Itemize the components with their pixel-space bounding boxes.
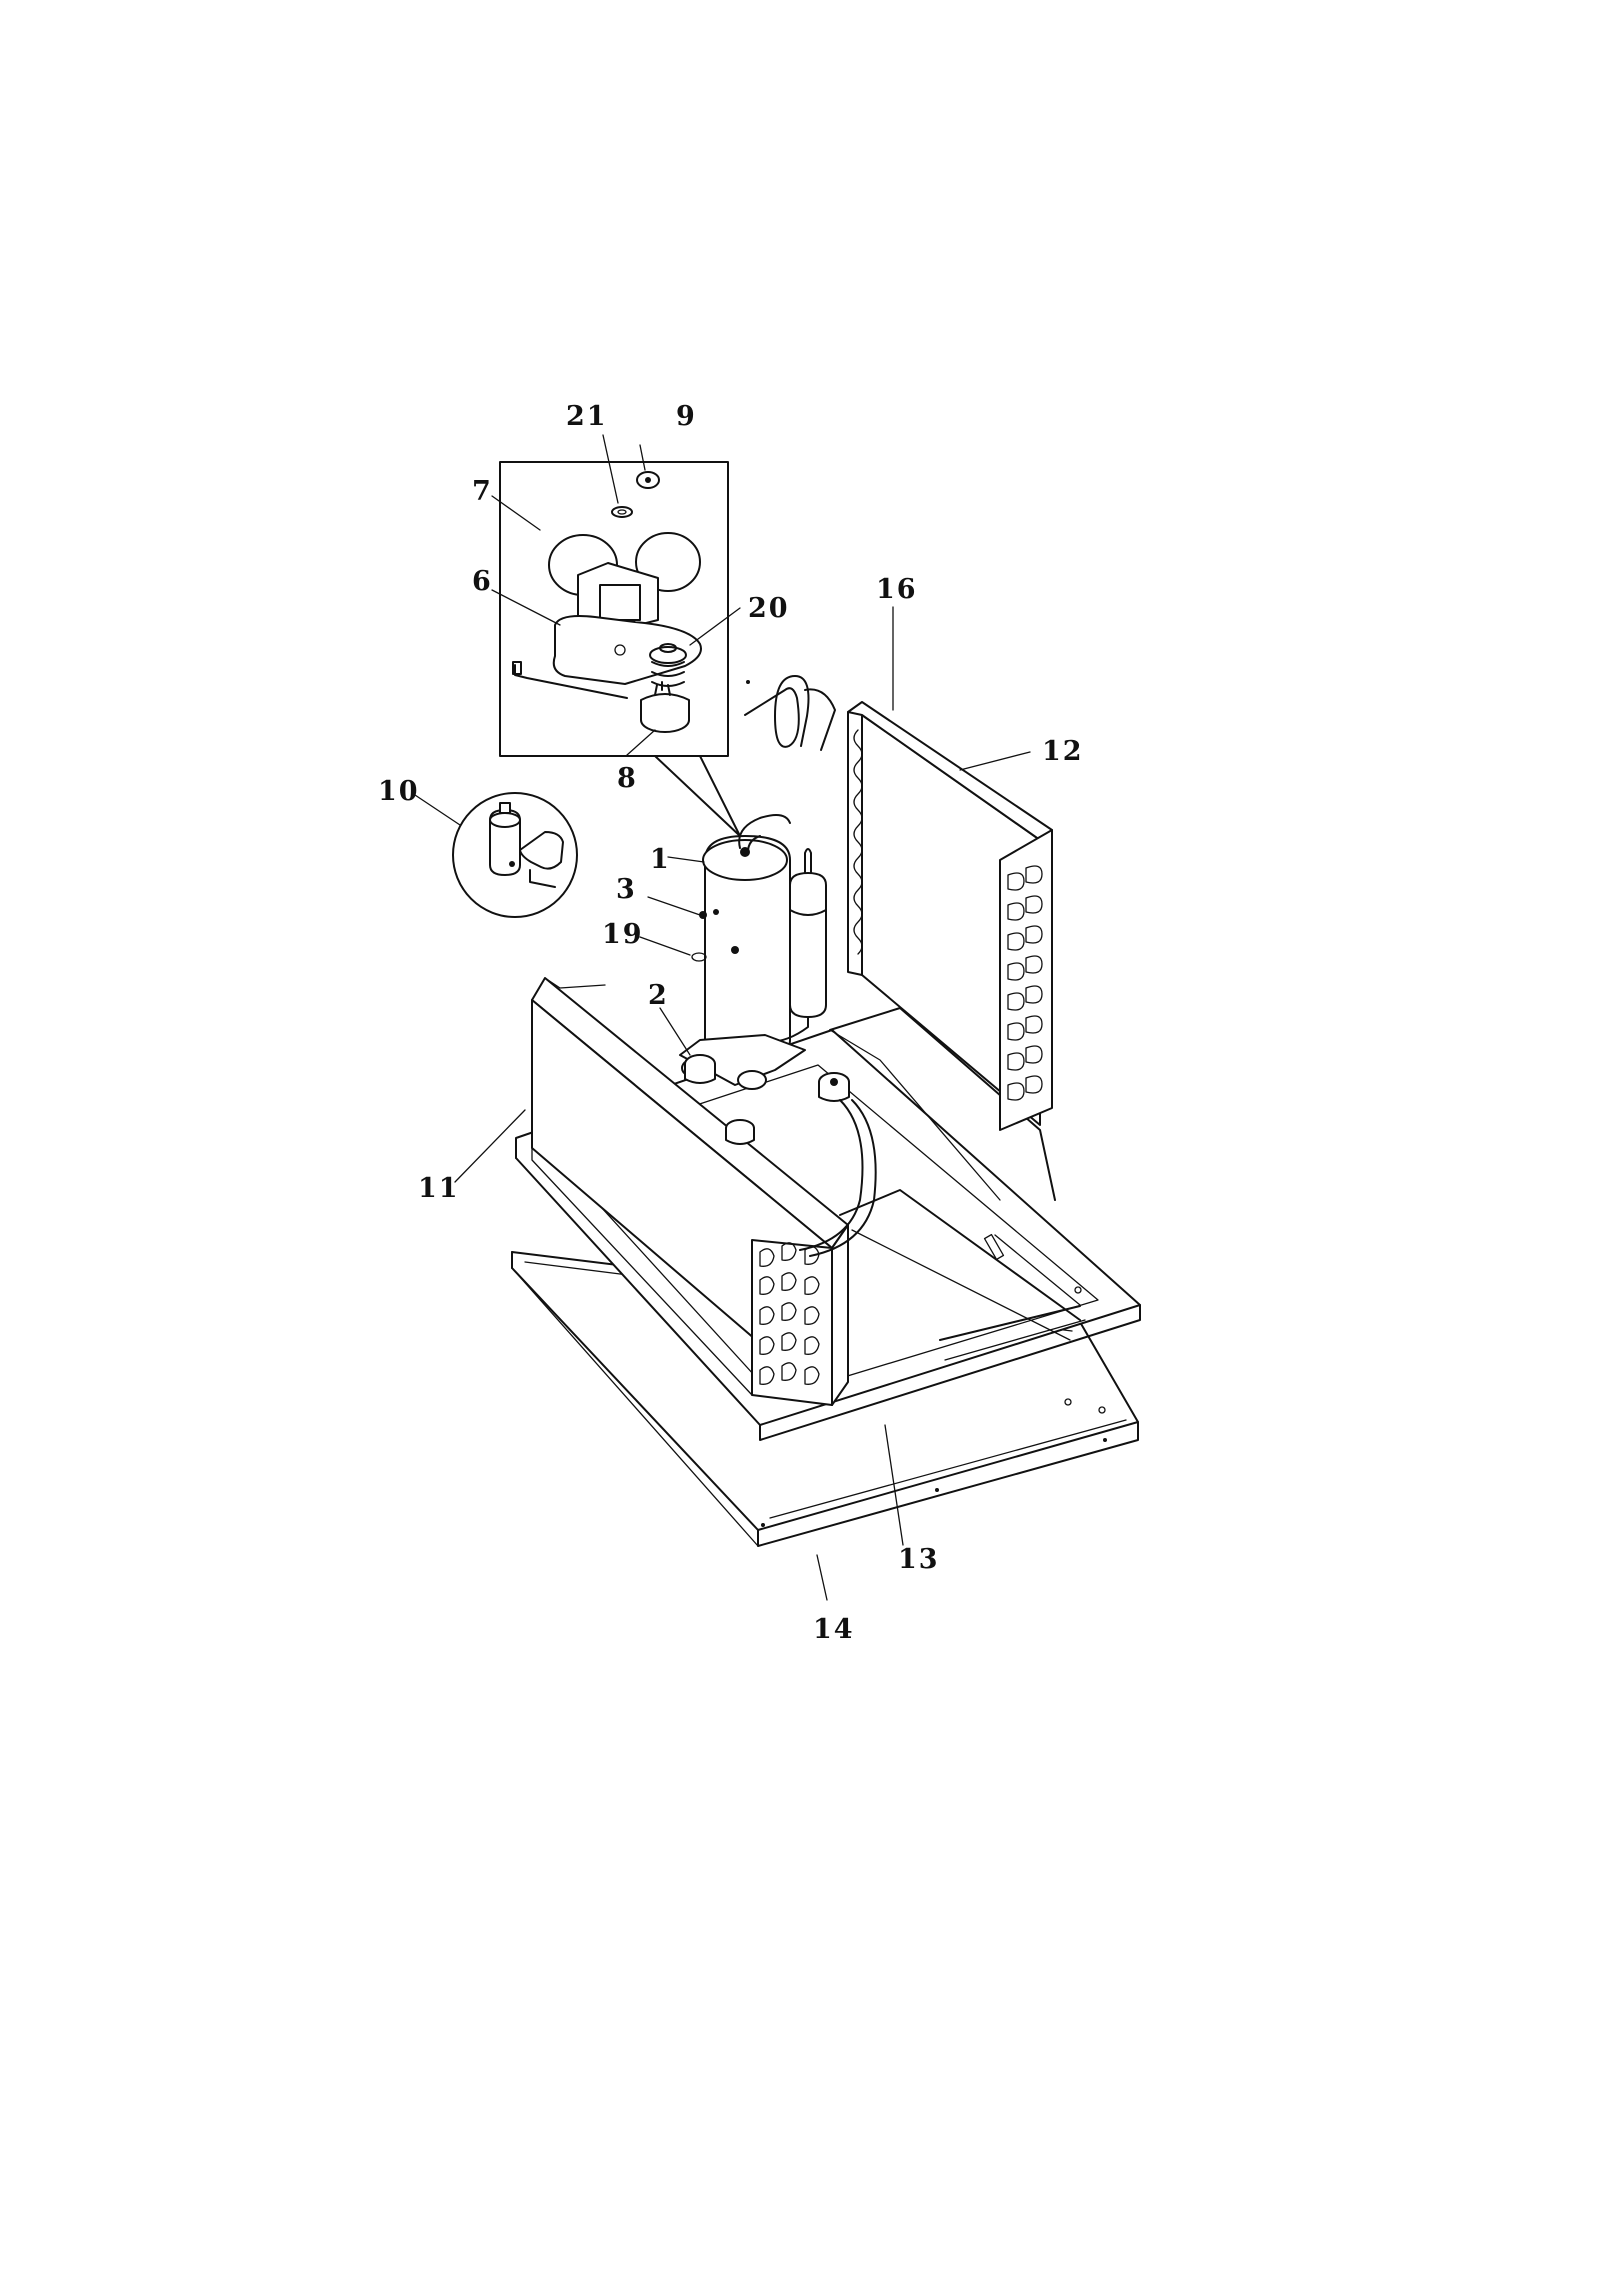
- callout-10: 10: [378, 776, 420, 807]
- callout-16: 16: [876, 574, 918, 605]
- detail-circle-part-10: [452, 792, 578, 918]
- evaporator-coil-part-12: [847, 701, 1053, 1131]
- washer-part-3: [699, 911, 707, 919]
- callout-9: 9: [676, 401, 697, 432]
- callout-19: 19: [602, 919, 644, 950]
- callout-12: 12: [1042, 736, 1084, 767]
- washer-part-19: [691, 952, 707, 962]
- callout-11: 11: [418, 1173, 460, 1204]
- inset-pointer: [654, 755, 741, 837]
- compressor-part-1: [679, 813, 827, 1090]
- callout-labels: 21 9 7 6 16 20 12 8 10 1 3 19 2 11 13 14: [378, 401, 1084, 1645]
- refrigerant-line: [799, 1099, 877, 1257]
- callout-21: 21: [566, 401, 608, 432]
- callout-13: 13: [898, 1544, 940, 1575]
- callout-1: 1: [650, 844, 671, 875]
- grommet-part-2: [684, 1054, 850, 1145]
- callout-7: 7: [472, 476, 493, 507]
- callout-2: 2: [648, 980, 669, 1011]
- callout-8: 8: [617, 763, 638, 794]
- callout-3: 3: [616, 874, 637, 905]
- callout-6: 6: [472, 566, 493, 597]
- inset-box-motor-assembly: [499, 461, 729, 757]
- capillary-tube: [744, 675, 836, 751]
- callout-14: 14: [813, 1614, 855, 1645]
- leader-lines: [414, 434, 1031, 1601]
- condenser-coil-part-11: [531, 977, 849, 1406]
- callout-20: 20: [748, 593, 790, 624]
